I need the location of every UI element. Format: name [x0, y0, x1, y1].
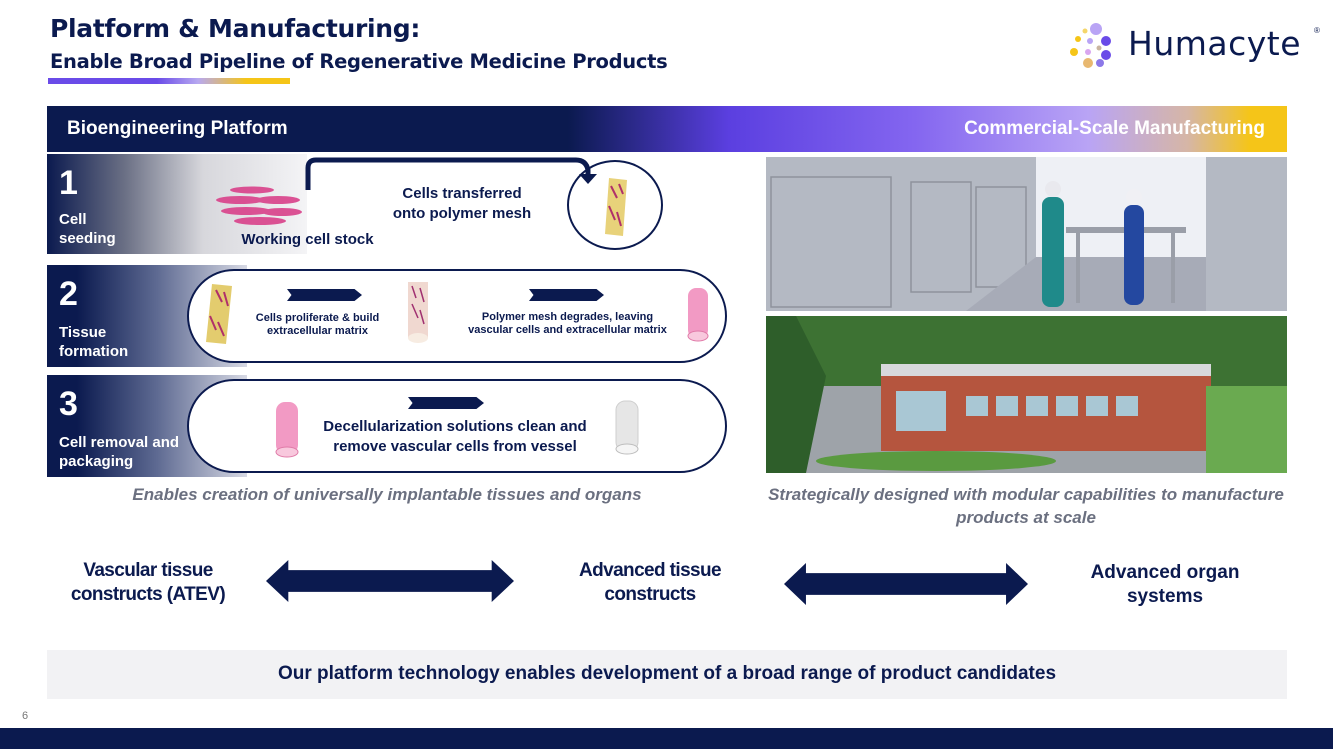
registered-mark: ®: [1314, 26, 1320, 35]
page-subtitle: Enable Broad Pipeline of Regenerative Me…: [50, 50, 668, 73]
decellularization-label: Decellularization solutions clean and re…: [323, 418, 587, 455]
working-cell-stock-label: Working cell stock: [241, 231, 374, 248]
cleanroom-photo-illustration: [766, 157, 1287, 311]
section-banner: Bioengineering Platform Commercial-Scale…: [47, 106, 1287, 152]
mesh-degrades-label: Polymer mesh degrades, leaving vascular …: [468, 311, 667, 336]
step-number: 1: [59, 164, 78, 202]
step-tissue-formation: 2 Tissue formation: [47, 265, 727, 367]
logo-wordmark: Humacyte: [1128, 24, 1302, 63]
step-label: Tissue formation: [59, 324, 129, 360]
banner-bioengineering-platform: Bioengineering Platform: [67, 118, 288, 139]
process-chevron-icon: [287, 289, 362, 301]
decellularized-vessel-icon: [615, 400, 639, 455]
pipeline-advanced-tissue: Advanced tissue constructs: [579, 560, 722, 605]
cells-transferred-label: Cells transferred onto polymer mesh: [392, 185, 532, 222]
seeded-mesh-tube-icon: [206, 284, 232, 344]
building-photo-illustration: [766, 316, 1287, 473]
title-underline-accent: [48, 78, 290, 84]
process-chevron-icon: [529, 289, 604, 301]
polymer-mesh-circle: [567, 160, 663, 250]
platform-statement: Our platform technology enables developm…: [277, 663, 1057, 684]
footer-bar: [0, 728, 1333, 749]
company-logo: Humacyte ®: [1066, 20, 1326, 70]
process-chevron-icon: [408, 397, 484, 409]
pipeline-advanced-organ: Advanced organ systems: [1090, 562, 1240, 607]
platform-caption: Enables creation of universally implanta…: [132, 485, 642, 504]
vessel-tube-icon: [687, 288, 709, 342]
facility-building-photo: [766, 316, 1287, 473]
tissue-tube-icon: [408, 282, 428, 343]
page-number: 6: [22, 710, 29, 722]
page-title: Platform & Manufacturing:: [50, 14, 421, 43]
step-number: 2: [59, 275, 78, 313]
cell-stock-icon: [216, 186, 302, 225]
step-label: Cell removal and packaging: [59, 434, 180, 470]
seeded-mesh-tube-icon: [605, 178, 627, 236]
tissue-formation-process-pill: [187, 269, 727, 363]
step-cell-seeding: 1 Cell seeding: [47, 154, 727, 254]
double-arrow-icon: [266, 560, 514, 602]
manufacturing-caption: Strategically designed with modular capa…: [768, 485, 1284, 527]
step-number: 3: [59, 385, 78, 423]
step-label: Cell seeding: [59, 211, 116, 247]
step-label-panel: [47, 154, 307, 254]
cells-proliferate-label: Cells proliferate & build extracellular …: [255, 312, 380, 337]
dots-cluster-logo-icon: [1070, 23, 1111, 68]
double-arrow-icon: [784, 563, 1028, 605]
cleanroom-photo: [766, 157, 1287, 311]
banner-commercial-manufacturing: Commercial-Scale Manufacturing: [964, 118, 1265, 139]
pipeline-vascular-tissue: Vascular tissue constructs (ATEV): [70, 560, 226, 605]
platform-statement-box: Our platform technology enables developm…: [47, 650, 1287, 699]
vessel-tube-icon: [275, 402, 299, 458]
